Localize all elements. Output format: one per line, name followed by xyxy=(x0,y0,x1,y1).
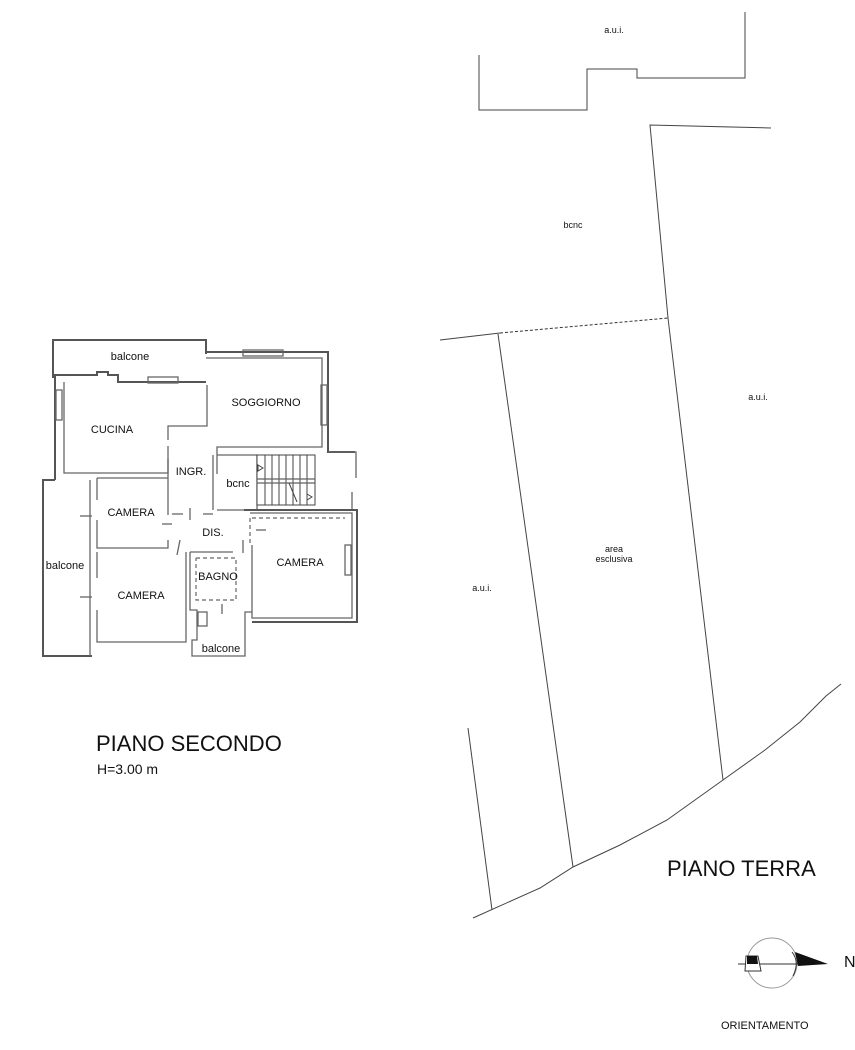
room-label-balcone-left: balcone xyxy=(45,560,85,572)
floor-height-note: H=3.00 m xyxy=(97,761,159,777)
area-esclusiva-line-2: esclusiva xyxy=(595,554,633,564)
north-label: N xyxy=(844,954,855,971)
room-label-cucina: CUCINA xyxy=(90,424,134,436)
orientation-label: ORIENTAMENTO xyxy=(721,1020,809,1032)
area-label-aui-right: a.u.i. xyxy=(748,392,768,402)
room-label-soggiorno: SOGGIORNO xyxy=(231,397,301,409)
room-label-camera-right: CAMERA xyxy=(276,557,324,569)
area-label-bcnc: bcnc xyxy=(563,220,583,230)
area-label-area-esclusiva: area esclusiva xyxy=(595,544,632,564)
room-label-camera-2: CAMERA xyxy=(117,590,165,602)
area-label-aui-top: a.u.i. xyxy=(604,25,624,35)
floor-title-piano-terra: PIANO TERRA xyxy=(667,856,816,881)
area-esclusiva-line-1: area xyxy=(604,544,624,554)
floor-title-piano-secondo: PIANO SECONDO xyxy=(96,731,282,756)
room-label-bcnc: bcnc xyxy=(226,478,250,490)
stairs xyxy=(256,455,316,505)
room-label-balcone-bottom: balcone xyxy=(201,643,241,655)
north-arrow-icon xyxy=(738,937,828,989)
area-label-aui-left: a.u.i. xyxy=(472,583,492,593)
room-label-bagno: BAGNO xyxy=(198,571,238,583)
room-label-balcone-top: balcone xyxy=(110,351,150,363)
room-label-camera-1: CAMERA xyxy=(107,507,155,519)
ground-floor-plan xyxy=(439,12,842,919)
room-label-ingresso: INGR. xyxy=(175,466,207,478)
second-floor-plan xyxy=(42,339,358,657)
room-label-disimpegno: DIS. xyxy=(202,527,224,539)
